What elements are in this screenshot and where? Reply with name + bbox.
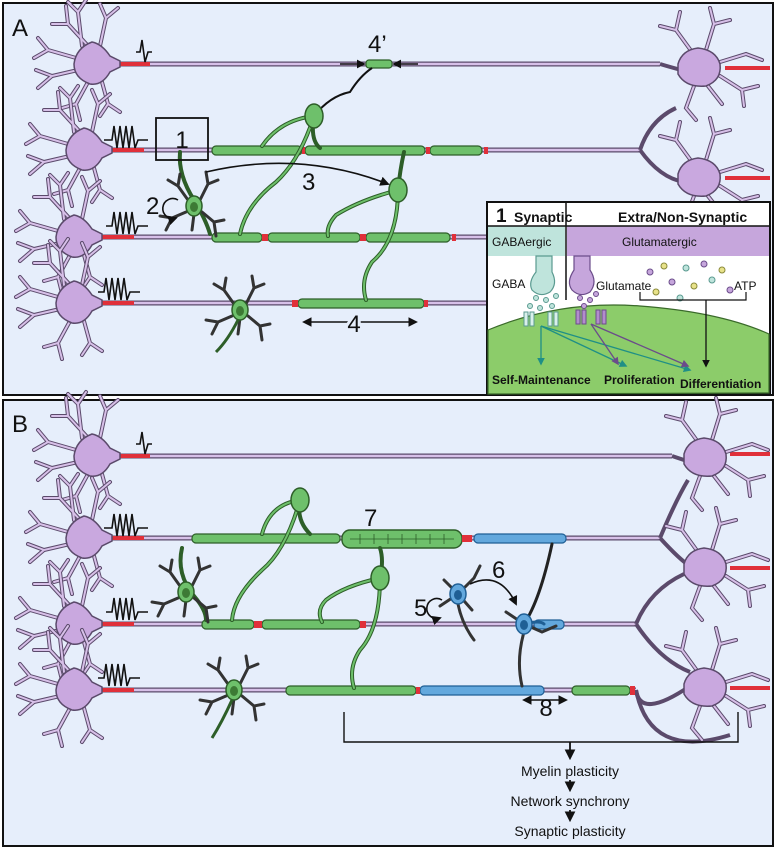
label-4: 4 <box>347 311 360 338</box>
inset-glutamatergic-label: Glutamatergic <box>622 235 697 249</box>
gabaergic-band <box>488 226 565 256</box>
glutamate-vesicles <box>577 291 599 309</box>
nodes-of-ranvier-a <box>262 147 488 307</box>
action-potential-traces-a <box>98 39 152 301</box>
extrasynaptic-bracket <box>639 292 747 301</box>
label-2: 2 <box>146 193 159 220</box>
thickened-myelin-texture <box>350 534 454 544</box>
outcome-synaptic-plasticity: Synaptic plasticity <box>514 823 625 839</box>
outcome-myelin-plasticity: Myelin plasticity <box>521 763 619 779</box>
receptors <box>523 309 607 327</box>
outcome-self-maintenance: Self-Maintenance <box>492 373 591 387</box>
inset-synaptic-label: Synaptic <box>514 209 573 225</box>
inset-number: 1 <box>496 206 507 227</box>
label-box-1 <box>155 117 209 161</box>
inset-extra-label: Extra/Non-Synaptic <box>618 209 747 225</box>
opc-blue-1-nucleus <box>454 590 462 600</box>
label-8: 8 <box>539 695 552 722</box>
axon-initial-segments-b <box>100 452 770 692</box>
gaba-terminal <box>530 255 556 296</box>
oligodendrocyte-b1 <box>290 487 310 513</box>
action-potential-traces-b <box>98 431 152 687</box>
myelin-segments-b-blue <box>419 533 567 696</box>
label-7: 7 <box>364 505 377 532</box>
oligodendrocyte-blue-2-nucleus <box>520 620 528 630</box>
oligodendrocyte-b2 <box>370 565 390 591</box>
label-5: 5 <box>414 595 427 622</box>
inset-glutamate-label: Glutamate <box>596 279 652 293</box>
label-2-loop-arrow <box>162 197 179 226</box>
outcome-bracket <box>343 712 739 743</box>
label-1: 1 <box>175 127 188 154</box>
inset-gabaergic-label: GABAergic <box>492 235 551 249</box>
nodes-of-ranvier-b <box>254 535 635 695</box>
opc-b2-tail <box>210 699 234 739</box>
oligodendrocyte-processes-b-inner <box>231 499 381 689</box>
axon-initial-segments <box>100 62 770 305</box>
outcome-proliferation: Proliferation <box>604 373 675 387</box>
label-6-arrow <box>469 579 518 606</box>
oligodendrocyte-a2 <box>388 177 408 203</box>
label-6: 6 <box>492 557 505 584</box>
outcome-differentiation: Differentiation <box>680 377 761 391</box>
label-3-arrow <box>205 162 390 186</box>
extrasynaptic-molecules <box>646 260 734 302</box>
label-4-prime: 4’ <box>368 31 387 58</box>
opc-a2-tail <box>214 319 240 354</box>
outcome-network-synchrony: Network synchrony <box>510 793 629 809</box>
gaba-vesicles <box>527 293 559 311</box>
myelin-segments-a <box>211 59 483 309</box>
label-5-loop-arrow <box>426 597 443 626</box>
inset-atp-label: ATP <box>734 279 756 293</box>
panel-b-letter: B <box>12 411 28 438</box>
signaling-arrows <box>537 323 692 372</box>
panel-a-letter: A <box>12 15 28 42</box>
label-3: 3 <box>302 169 315 196</box>
inset-gaba-label: GABA <box>492 277 525 291</box>
glutamate-terminal <box>568 255 595 296</box>
glutamatergic-band <box>567 226 769 256</box>
process-to-4prime <box>313 67 373 117</box>
inset-synaptic-signaling: 1 Synaptic Extra/Non-Synaptic GABAergic … <box>486 201 771 395</box>
oligodendrocyte-a1 <box>304 103 324 129</box>
